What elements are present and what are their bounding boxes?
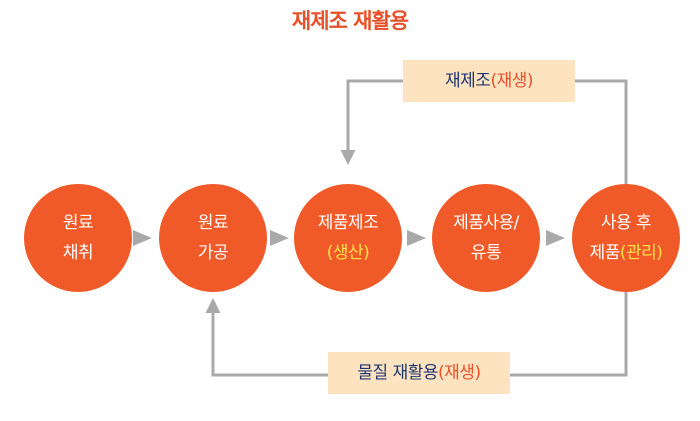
- step-arrow-3: [407, 230, 426, 246]
- step-arrow-2: [270, 230, 289, 246]
- step-label-line1: 제품사용/: [453, 213, 519, 233]
- step-label-line1: 사용 후: [600, 213, 652, 233]
- loop-note-top: (재생): [490, 71, 533, 91]
- diagram-title: 재제조 재활용: [291, 9, 409, 33]
- loop-box-material-recycling: 물질 재활용(재생): [328, 352, 510, 394]
- step-post-use-product: 사용 후 제품(관리): [572, 184, 680, 292]
- step-label-line2: 유통: [470, 243, 502, 263]
- step-label-line2: 제품(관리): [589, 243, 663, 263]
- step-label-line2: 채취: [62, 243, 94, 263]
- step-label-line2: 가공: [197, 243, 229, 263]
- step-product-manufacturing: 제품제조 (생산): [294, 184, 402, 292]
- loop-label-top: 재제조: [445, 71, 491, 91]
- step-label-line1: 원료: [62, 213, 94, 233]
- step-arrow-1: [133, 230, 152, 246]
- loop-label-bottom: 물질 재활용: [357, 363, 439, 383]
- step-raw-material-processing: 원료 가공: [159, 184, 267, 292]
- loop-box-remanufacture: 재제조(재생): [403, 60, 575, 102]
- step-product-use-distribution: 제품사용/ 유통: [432, 184, 540, 292]
- step-raw-material-extraction: 원료 채취: [24, 184, 132, 292]
- step-arrow-4: [546, 230, 565, 246]
- step-label-line1: 제품제조: [317, 213, 379, 233]
- step-label-line1: 원료: [197, 213, 229, 233]
- step-label-line2: (생산): [326, 243, 370, 263]
- loop-note-bottom: (재생): [438, 363, 481, 383]
